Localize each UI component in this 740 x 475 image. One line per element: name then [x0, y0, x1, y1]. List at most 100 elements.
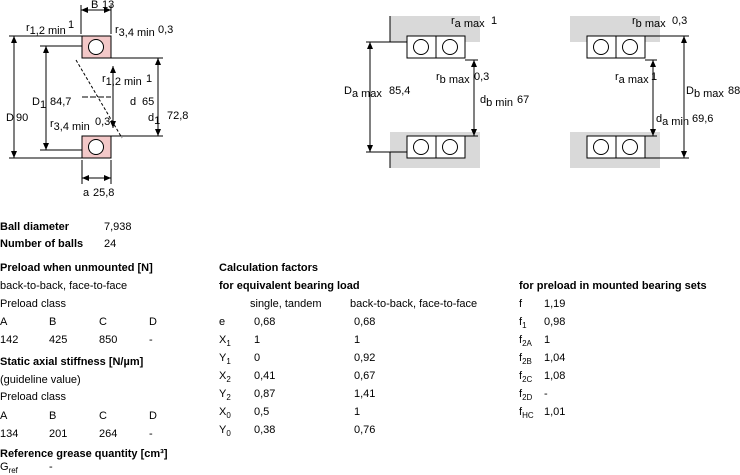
mounted-f-label: f — [519, 298, 523, 310]
factor-x2-btb: 0,67 — [354, 370, 376, 382]
da-min-label: da min — [656, 113, 689, 128]
grease-value: - — [49, 461, 53, 473]
dim-d1-inner-value: 72,8 — [167, 110, 188, 122]
dim-r34-top-label: r3,4 min — [115, 24, 155, 39]
dim-r34-bot-value: 0,3 — [95, 116, 110, 128]
dim-r12-top-value: 1 — [68, 19, 74, 31]
dim-r12-top-label: r1,2 min — [26, 22, 66, 37]
preload-heading: Preload when unmounted [N] — [0, 262, 153, 274]
db-min-value: 67 — [517, 94, 529, 106]
dim-d1-outer-label: D1 — [32, 96, 46, 111]
factor-y1-label: Y1 — [219, 352, 231, 366]
db-max-value: 88 — [728, 85, 740, 97]
factor-e-label: e — [219, 316, 226, 328]
factor-y1-btb: 0,92 — [354, 352, 376, 364]
grease-heading: Reference grease quantity [cm³] — [0, 448, 168, 460]
factor-x1-single: 1 — [254, 334, 261, 346]
factor-y0-btb: 0,76 — [354, 424, 376, 436]
da-max-label: Da max — [344, 85, 382, 100]
factor-e-btb: 0,68 — [354, 316, 376, 328]
ra-max-value: 1 — [491, 15, 497, 27]
dim-a-value: 25,8 — [93, 187, 114, 199]
da-min-value: 69,6 — [692, 113, 713, 125]
dim-r34-bot-label: r3,4 min — [50, 118, 90, 133]
stiffness-class-a: A — [0, 410, 8, 422]
factor-x1-label: X1 — [219, 334, 231, 348]
factor-y0-label: Y0 — [219, 424, 231, 438]
calc-heading: Calculation factors — [219, 262, 319, 274]
ra-max-label: ra max — [451, 15, 485, 30]
bearing-cross-section-drawing: B 13 r1,2 min 1 r3,4 min 0,3 D 90 D1 84,… — [6, 0, 188, 199]
calc-col-btb: back-to-back, face-to-face — [350, 298, 478, 310]
dim-a-label: a — [83, 187, 90, 199]
preload-value-a: 142 — [0, 334, 19, 346]
factor-x2-label: X2 — [219, 370, 231, 384]
calc-subheading: for equivalent bearing load — [219, 280, 360, 292]
preload-class-c: C — [99, 316, 107, 328]
mounted-f2b-value: 1,04 — [544, 352, 566, 364]
mounted-f2a-label: f2A — [519, 334, 532, 348]
factor-x0-btb: 1 — [354, 406, 361, 418]
stiffness-value-c: 264 — [99, 428, 118, 440]
preload-class-label: Preload class — [0, 298, 67, 310]
stiffness-value-b: 201 — [49, 428, 68, 440]
factor-y1-single: 0 — [254, 352, 261, 364]
mounted-f2b-label: f2B — [519, 352, 532, 366]
da-max-value: 85,4 — [389, 85, 410, 97]
factor-x2-single: 0,41 — [254, 370, 276, 382]
factor-y2-single: 0,87 — [254, 388, 276, 400]
mounting-drawing-housing: ra max 1 Da max 85,4 rb max 0,3 db min 6… — [344, 15, 529, 168]
mounting-drawing-shaft: rb max 0,3 ra max 1 Db max 88 da min 69,… — [570, 15, 740, 168]
mounted-f2c-label: f2C — [519, 370, 533, 384]
rb-max-value: 0,3 — [474, 71, 489, 83]
ra-max-label-2: ra max — [615, 71, 649, 86]
number-of-balls-label: Number of balls — [0, 238, 84, 250]
preload-class-d: D — [149, 316, 157, 328]
stiffness-class-d: D — [149, 410, 157, 422]
rb-max-label-2: rb max — [632, 15, 666, 30]
preload-value-b: 425 — [49, 334, 68, 346]
dim-outer-d-value: 90 — [16, 112, 28, 124]
stiffness-class-label: Preload class — [0, 391, 67, 403]
number-of-balls-value: 24 — [104, 238, 117, 250]
mounted-f2a-value: 1 — [544, 334, 551, 346]
stiffness-class-b: B — [49, 410, 57, 422]
stiffness-note: (guideline value) — [0, 374, 81, 386]
mounted-fhc-value: 1,01 — [544, 406, 566, 418]
preload-class-a: A — [0, 316, 8, 328]
dim-r12-mid-value: 1 — [146, 73, 152, 85]
ra-max-value-2: 1 — [651, 71, 657, 83]
dim-r34-top-value: 0,3 — [158, 24, 173, 36]
db-min-label: db min — [480, 94, 513, 109]
preload-class-b: B — [49, 316, 57, 328]
preload-arrangement: back-to-back, face-to-face — [0, 280, 128, 292]
dim-bore-d-label: d — [130, 96, 136, 108]
factor-x1-btb: 1 — [354, 334, 361, 346]
dim-b-label: B — [91, 0, 98, 11]
dim-bore-d-value: 65 — [142, 96, 154, 108]
db-max-label: Db max — [686, 85, 724, 100]
factor-y2-label: Y2 — [219, 388, 231, 402]
mounted-f1-value: 0,98 — [544, 316, 566, 328]
dim-b-value: 13 — [102, 0, 114, 11]
factor-x0-single: 0,5 — [254, 406, 270, 418]
factor-y0-single: 0,38 — [254, 424, 276, 436]
ball-diameter-label: Ball diameter — [0, 221, 70, 233]
preload-value-d: - — [149, 334, 153, 346]
factor-y2-btb: 1,41 — [354, 388, 376, 400]
grease-label: Gref — [0, 461, 18, 475]
factor-e-single: 0,68 — [254, 316, 276, 328]
dim-outer-d-label: D — [6, 112, 14, 124]
rb-max-value-2: 0,3 — [672, 15, 687, 27]
dim-d1-inner-label: d1 — [148, 112, 160, 127]
preload-value-c: 850 — [99, 334, 118, 346]
stiffness-value-a: 134 — [0, 428, 19, 440]
calc-col-single: single, tandem — [250, 298, 322, 310]
mounted-f2c-value: 1,08 — [544, 370, 566, 382]
stiffness-heading: Static axial stiffness [N/µm] — [0, 356, 144, 368]
mounted-f2d-label: f2D — [519, 388, 533, 402]
stiffness-class-c: C — [99, 410, 107, 422]
rb-max-label: rb max — [436, 71, 470, 86]
factor-x0-label: X0 — [219, 406, 231, 420]
stiffness-value-d: - — [149, 428, 153, 440]
